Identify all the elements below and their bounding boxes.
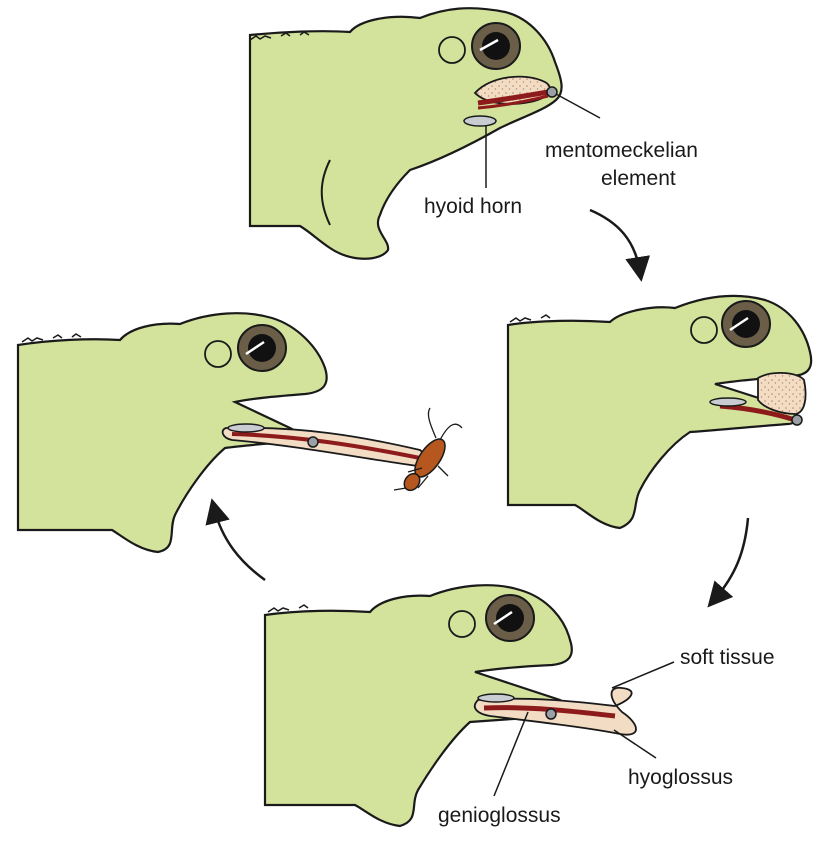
soft-tissue-label: soft tissue — [680, 646, 775, 669]
mentomeckelian-label-line2: element — [601, 167, 676, 190]
mentomeckelian-label-line1: mentomeckelian — [545, 139, 698, 162]
frog-head-bottom — [265, 585, 636, 826]
frog-head-right — [508, 296, 811, 528]
cycle-arrow-icon — [590, 210, 640, 272]
cycle-arrow-icon — [214, 508, 265, 580]
hyoid-horn-label: hyoid horn — [424, 195, 522, 218]
mentomeckelian-leader — [556, 94, 600, 118]
genioglossus-leader — [494, 712, 528, 796]
cycle-arrow-icon — [714, 518, 748, 600]
frog-head-left — [18, 313, 425, 552]
soft-tissue-leader — [612, 662, 674, 688]
frog-head-top — [250, 8, 562, 259]
hyoglossus-leader — [614, 730, 656, 758]
hyoglossus-label: hyoglossus — [628, 766, 733, 789]
genioglossus-label: genioglossus — [438, 804, 561, 827]
